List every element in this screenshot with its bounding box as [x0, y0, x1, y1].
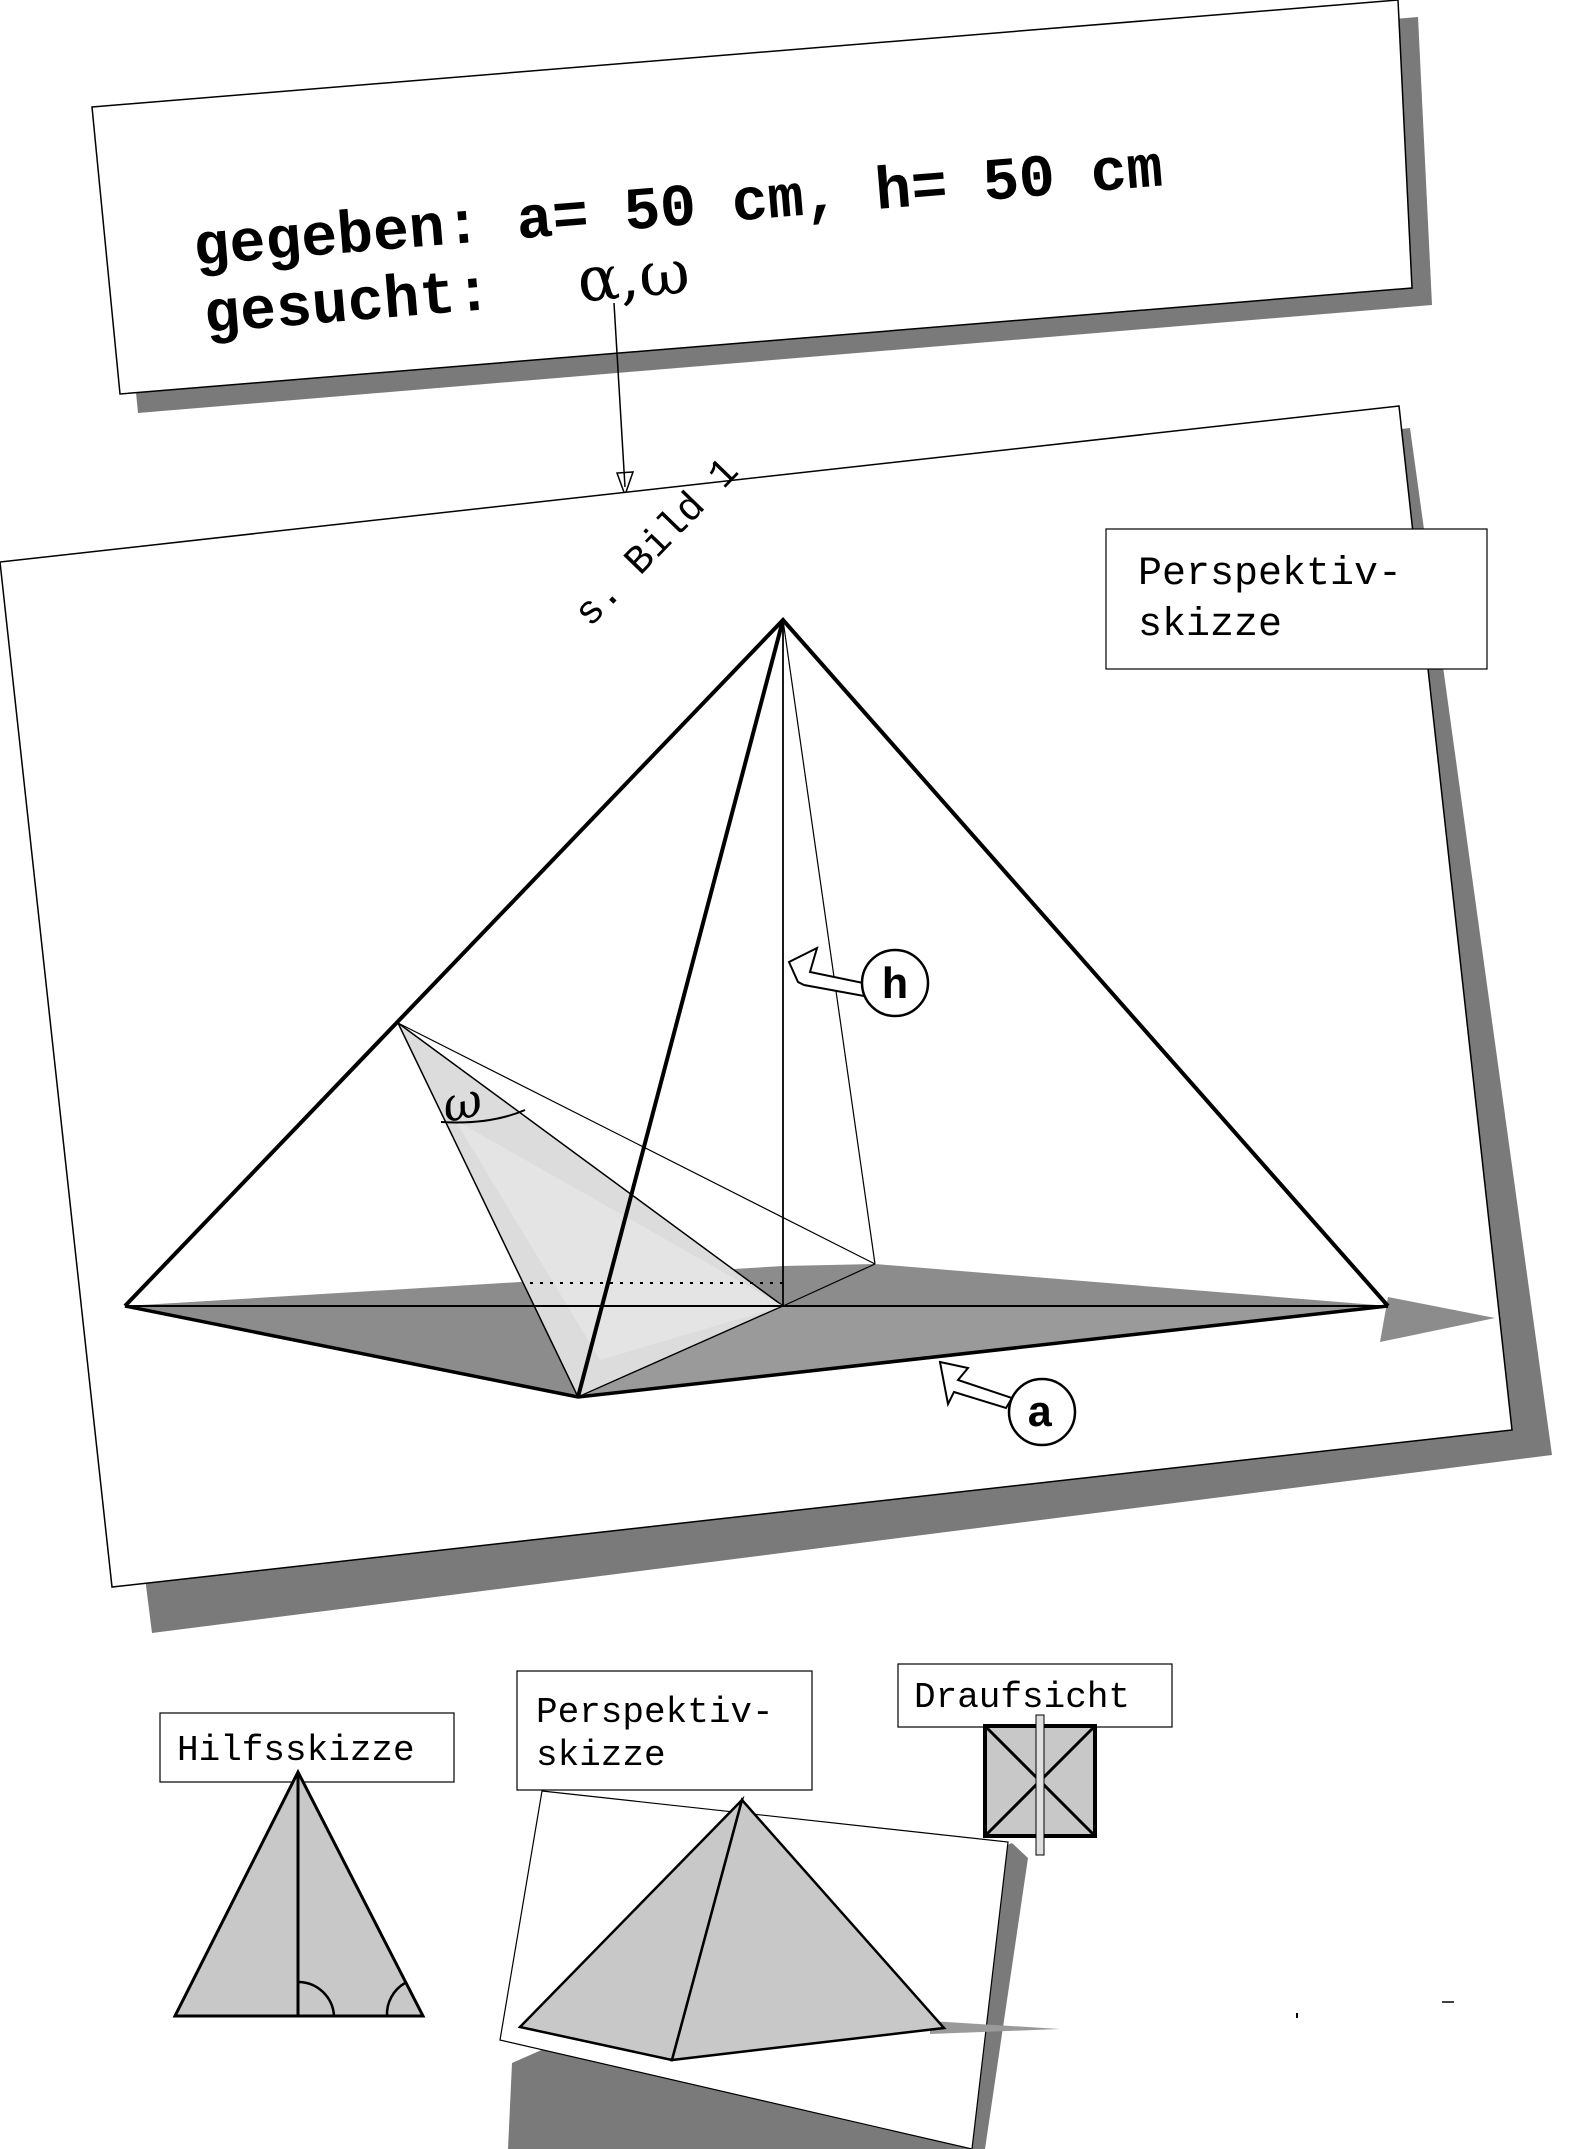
base-shadow-spike [1380, 1297, 1495, 1342]
apex-to-midback [782, 619, 876, 1265]
reference-arrow-head [615, 471, 635, 498]
h-callout: h [787, 946, 930, 1018]
aux-caption-box [159, 1712, 455, 1783]
aux-right-angle-arc [297, 1980, 336, 2017]
omega-angle-arc [440, 1109, 526, 1124]
front-edge [576, 619, 785, 1398]
a-callout: a [938, 1360, 1077, 1447]
aux-sketch: Hilfsskizze [159, 1712, 455, 2018]
small-pyramid-right [670, 1797, 947, 2062]
base-front-edges [124, 1304, 1389, 1399]
top-view-caption-box [897, 1663, 1173, 1728]
main-caption-box [1105, 528, 1488, 670]
a-label: a [1027, 1390, 1053, 1440]
small-caption-line1: Perspektiv- [536, 1692, 774, 1733]
main-caption-line1: Perspektiv- [1138, 552, 1402, 597]
small-caption-line2: skizze [536, 1735, 666, 1776]
reference-arrow-line [613, 302, 626, 488]
midface-to-midback [397, 1022, 876, 1265]
aux-base-angle-arc [385, 1981, 406, 2017]
main-caption-line2: skizze [1138, 603, 1282, 648]
main-figure-card: s. Bild 1 Perspektiv- skizze ω [0, 405, 1552, 1633]
header-card-paper [91, 0, 1413, 395]
top-view: Draufsicht [897, 1663, 1173, 1856]
aux-caption: Hilfsskizze [177, 1730, 415, 1771]
small-shadow-spike [930, 2021, 1060, 2034]
small-caption-box [516, 1670, 813, 1791]
top-view-cut-line [1035, 1714, 1045, 1856]
header-card: gegeben: a= 50 cm, h= 50 cm gesucht: α,ω [91, 0, 1432, 498]
small-perspective-sketch: Perspektiv- skizze [499, 1670, 1060, 2149]
base-plane-back [125, 1264, 1388, 1306]
top-view-caption: Draufsicht [914, 1677, 1130, 1718]
h-label: h [882, 962, 908, 1012]
a-bubble [1007, 1377, 1077, 1447]
base-diagonal [577, 1305, 784, 1398]
wanted-symbols: α,ω [575, 235, 693, 317]
midback-to-center [782, 1263, 876, 1307]
h-bubble [860, 948, 930, 1018]
